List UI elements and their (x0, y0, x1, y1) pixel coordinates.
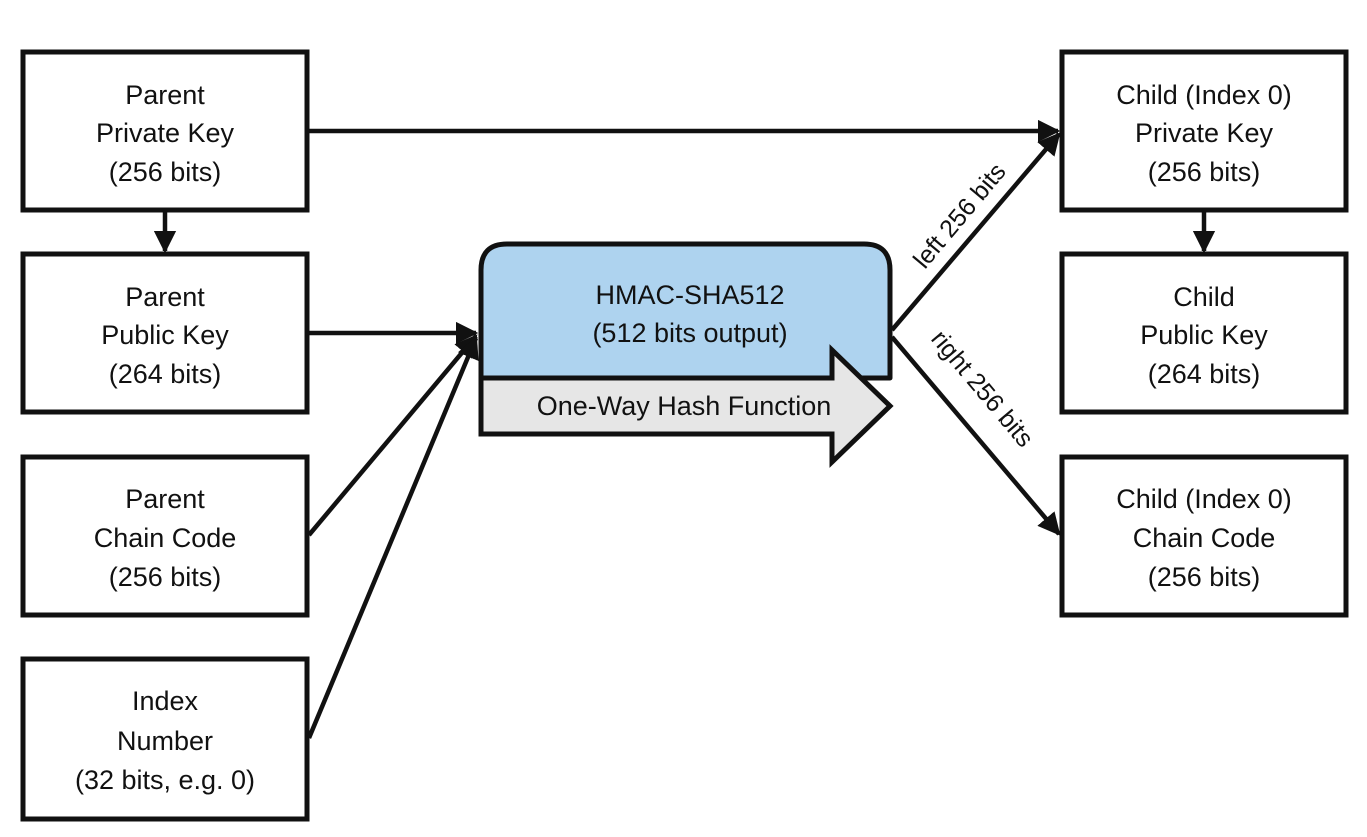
child-public-key-line-1: Child (1173, 282, 1235, 312)
parent-chain-code-line-3: (256 bits) (109, 562, 222, 592)
hmac-sha512-block: HMAC-SHA512 (512 bits output) One-Way Ha… (478, 241, 894, 468)
child-chain-code-box: Child (Index 0) Chain Code (256 bits) (1059, 454, 1349, 618)
child-private-key-box: Child (Index 0) Private Key (256 bits) (1059, 49, 1349, 213)
right-256-bits-label: right 256 bits (925, 325, 1038, 453)
hmac-subtitle: (512 bits output) (592, 318, 787, 348)
parent-public-key-line-3: (264 bits) (109, 359, 222, 389)
arrow-chaincode-to-hmac (307, 334, 478, 537)
child-private-key-line-2: Private Key (1135, 118, 1274, 148)
child-chain-code-line-2: Chain Code (1133, 523, 1276, 553)
parent-private-key-line-1: Parent (125, 80, 205, 110)
parent-chain-code-box: Parent Chain Code (256 bits) (20, 454, 310, 618)
parent-public-key-box: Parent Public Key (264 bits) (20, 251, 310, 415)
one-way-hash-label: One-Way Hash Function (537, 391, 832, 421)
child-public-key-line-2: Public Key (1140, 320, 1268, 350)
child-chain-code-line-1: Child (Index 0) (1116, 484, 1292, 514)
hmac-sha512-box (478, 241, 893, 381)
left-256-bits-label: left 256 bits (908, 158, 1012, 274)
parent-chain-code-line-2: Chain Code (94, 523, 237, 553)
index-number-line-1: Index (132, 686, 199, 716)
child-public-key-line-3: (264 bits) (1148, 359, 1261, 389)
index-number-line-2: Number (117, 726, 213, 756)
parent-private-key-line-3: (256 bits) (109, 157, 222, 187)
arrow-hmac-right-to-child-chaincode (890, 335, 1061, 536)
child-private-key-line-1: Child (Index 0) (1116, 80, 1292, 110)
arrow-index-to-hmac (306, 335, 479, 739)
child-private-key-line-3: (256 bits) (1148, 157, 1261, 187)
parent-public-key-line-1: Parent (125, 282, 205, 312)
child-chain-code-line-3: (256 bits) (1148, 562, 1261, 592)
parent-public-key-line-2: Public Key (101, 320, 229, 350)
parent-chain-code-line-1: Parent (125, 484, 205, 514)
parent-private-key-box: Parent Private Key (256 bits) (20, 49, 310, 213)
one-way-hash-arrow (478, 344, 894, 468)
child-public-key-box: Child Public Key (264 bits) (1059, 251, 1349, 415)
index-number-box: Index Number (32 bits, e.g. 0) (20, 656, 310, 822)
hmac-title: HMAC-SHA512 (595, 280, 784, 310)
arrow-hmac-left-to-child-private (890, 132, 1061, 332)
index-number-line-3: (32 bits, e.g. 0) (75, 765, 255, 795)
parent-private-key-line-2: Private Key (96, 118, 235, 148)
